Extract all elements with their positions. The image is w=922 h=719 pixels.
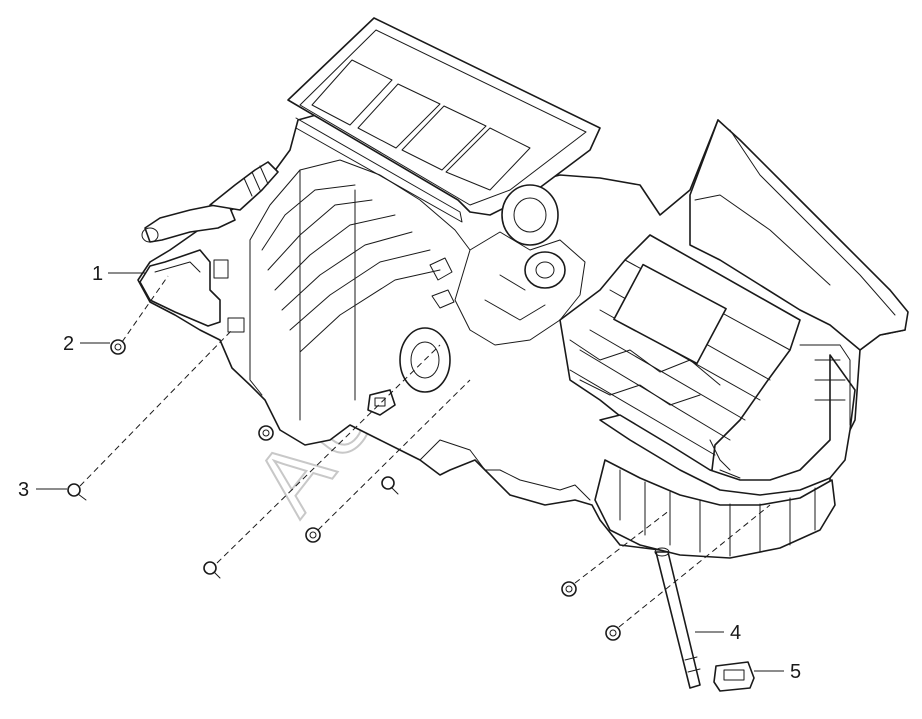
callout-label-4: 4: [730, 622, 741, 644]
callout-4: 4: [695, 622, 741, 644]
callout-5: 5: [754, 661, 801, 683]
bolt-lower-left: [203, 561, 221, 579]
callout-label-3: 3: [18, 479, 29, 501]
assembly-lines: [79, 275, 771, 628]
bolt-center: [381, 476, 399, 495]
nut-item-2: [110, 339, 126, 355]
nut-lower-right-b: [605, 625, 621, 641]
callout-label-2: 2: [63, 333, 74, 355]
callout-1: 1: [92, 263, 145, 285]
bolt-item-3: [67, 483, 87, 501]
nut-lower-left: [258, 425, 274, 441]
callout-label-1: 1: [92, 263, 103, 285]
drain-hose: [654, 547, 701, 689]
callout-3: 3: [18, 479, 67, 501]
callout-label-5: 5: [790, 661, 801, 683]
callout-2: 2: [63, 333, 110, 355]
sensor-connector: [713, 661, 755, 692]
nut-lower-right-a: [561, 581, 577, 597]
nut-center: [305, 527, 321, 543]
